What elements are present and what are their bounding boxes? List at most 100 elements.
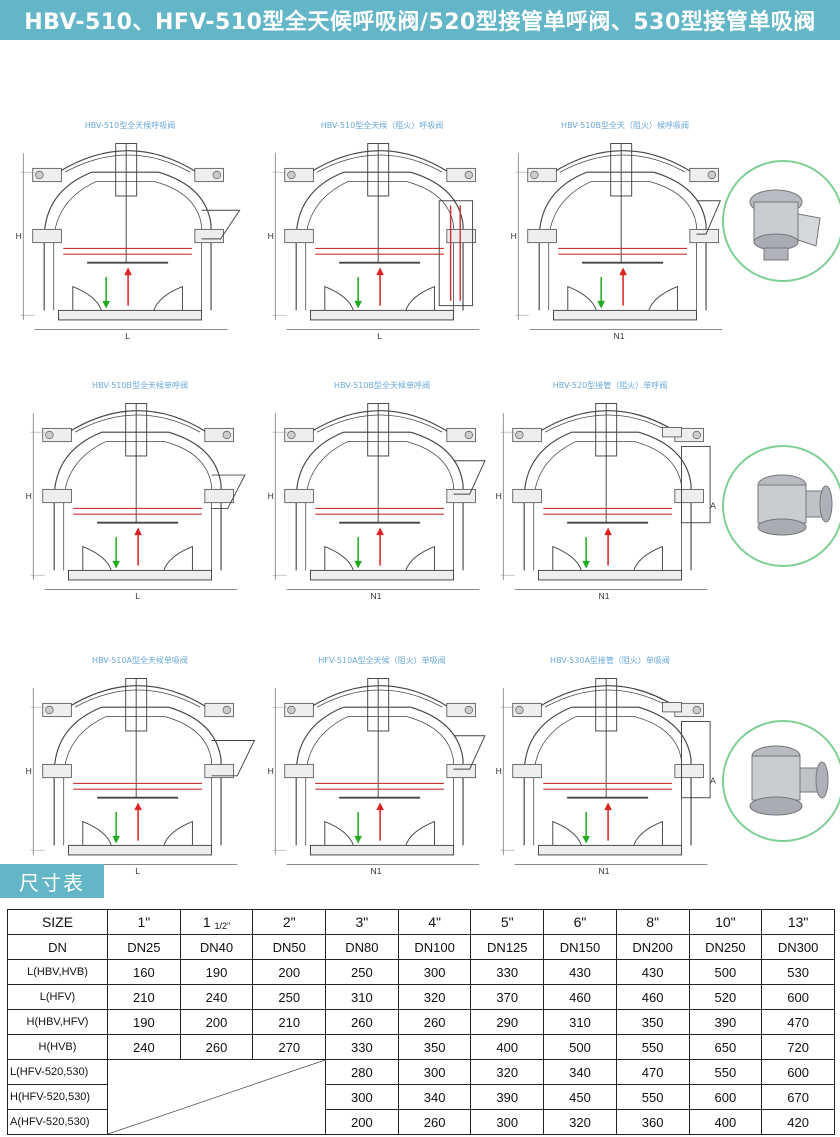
table-cell: DN300 — [761, 934, 835, 960]
table-cell: 500 — [543, 1034, 617, 1060]
drawing-caption: HBV-510型全天候呼吸阀 — [84, 121, 176, 130]
table-cell: 350 — [397, 1034, 472, 1060]
table-cell: 330 — [470, 959, 545, 985]
valve-drawing-6: HBV-520型接管（阻火）单呼阀 H A N1 — [490, 380, 730, 599]
svg-text:L: L — [135, 866, 140, 874]
drawing-caption: HBV-510B型全天候单呼阀 — [334, 381, 430, 390]
table-cell: 13" — [761, 909, 835, 935]
svg-text:A: A — [710, 775, 716, 785]
size-whole: 1 — [202, 913, 211, 930]
table-cell: 190 — [179, 959, 254, 985]
row-label: A(HFV-520,530) — [7, 1109, 108, 1135]
table-cell: DN200 — [615, 934, 690, 960]
table-cell: 260 — [397, 1009, 472, 1035]
table-cell: 10" — [688, 909, 763, 935]
table-cell: 390 — [470, 1084, 545, 1110]
table-cell: 5" — [470, 909, 545, 935]
table-cell: DN100 — [397, 934, 472, 960]
valve-drawing-9: HBV-530A型接管（阻火）单吸阀 H A N1 — [490, 655, 730, 874]
table-cell: 470 — [761, 1009, 835, 1035]
table-cell: 400 — [470, 1034, 545, 1060]
table-cell: 200 — [179, 1009, 254, 1035]
svg-text:H: H — [496, 491, 502, 501]
table-cell: DN40 — [179, 934, 254, 960]
table-cell: 310 — [325, 984, 399, 1010]
section-title: 尺寸表 — [0, 864, 104, 898]
table-cell: DN150 — [543, 934, 617, 960]
drawing-caption: HBV-510B型全天（阻火）候呼吸阀 — [561, 121, 689, 130]
table-cell: 1 1/2" — [179, 909, 254, 935]
svg-text:N1: N1 — [599, 866, 610, 874]
table-cell: DN80 — [325, 934, 399, 960]
table-cell: 1" — [107, 909, 181, 935]
svg-text:H: H — [268, 766, 274, 776]
table-cell: 600 — [688, 1084, 763, 1110]
drawing-caption: HBV-510B型全天候单呼阀 — [92, 381, 188, 390]
drawing-caption: HFV-510A型全天候（阻火）单吸阀 — [318, 656, 446, 665]
row-label: H(HBV,HFV) — [7, 1009, 108, 1035]
table-cell: 250 — [252, 984, 327, 1010]
valve-drawing-1: HBV-510型全天候呼吸阀 H L — [10, 120, 250, 339]
table-cell: 260 — [397, 1109, 472, 1135]
valve-drawing-5: HBV-510B型全天候单呼阀 H N1 — [262, 380, 502, 599]
dimension-table: SIZE 1" 1 1/2" 2" 3" 4" 5" 6" 8" 10" 13"… — [7, 909, 835, 1135]
valve-drawing-7: HBV-510A型全天候单吸阀 H L — [20, 655, 260, 874]
table-cell: 160 — [107, 959, 181, 985]
svg-text:N1: N1 — [371, 866, 382, 874]
svg-text:N1: N1 — [614, 331, 625, 339]
svg-text:N1: N1 — [599, 591, 610, 599]
svg-text:L: L — [125, 331, 130, 339]
valve-drawing-2: HBV-510型全天候（阻火）呼吸阀 H L — [262, 120, 502, 339]
table-cell: 260 — [325, 1009, 399, 1035]
row-label: L(HBV,HVB) — [7, 959, 108, 985]
page-title: HBV-510、HFV-510型全天候呼吸阀/520型接管单呼阀、530型接管单… — [24, 10, 816, 35]
svg-text:H: H — [268, 231, 274, 241]
svg-text:L: L — [135, 591, 140, 599]
table-cell: 520 — [688, 984, 763, 1010]
table-row-size: SIZE 1" 1 1/2" 2" 3" 4" 5" 6" 8" 10" 13" — [7, 909, 835, 935]
table-cell: 390 — [688, 1009, 763, 1035]
svg-text:N1: N1 — [371, 591, 382, 599]
table-cell: 300 — [397, 1059, 472, 1085]
table-cell: 600 — [761, 1059, 835, 1085]
valve-photo-3 — [722, 720, 840, 842]
table-cell: 210 — [107, 984, 181, 1010]
table-cell: 310 — [543, 1009, 617, 1035]
row-label: L(HFV) — [7, 984, 108, 1010]
table-cell: 6" — [543, 909, 617, 935]
table-cell: DN125 — [470, 934, 545, 960]
table-cell: 550 — [688, 1059, 763, 1085]
table-cell: 320 — [543, 1109, 617, 1135]
size-fraction: 1/2" — [214, 920, 231, 931]
table-cell: 460 — [543, 984, 617, 1010]
table-cell: 260 — [179, 1034, 254, 1060]
table-cell: 320 — [470, 1059, 545, 1085]
table-cell: 430 — [615, 959, 690, 985]
table-cell: DN250 — [688, 934, 763, 960]
table-cell: 200 — [325, 1109, 399, 1135]
row-label: H(HVB) — [7, 1034, 108, 1060]
svg-text:H: H — [511, 231, 517, 241]
table-cell: SIZE — [7, 909, 108, 935]
blank-cell — [106, 1059, 327, 1135]
table-cell: 210 — [252, 1009, 327, 1035]
table-cell: 650 — [688, 1034, 763, 1060]
svg-text:H: H — [26, 491, 32, 501]
drawing-caption: HBV-510型全天候（阻火）呼吸阀 — [320, 121, 444, 130]
valve-drawing-8: HFV-510A型全天候（阻火）单吸阀 H N1 — [262, 655, 502, 874]
table-cell: 430 — [543, 959, 617, 985]
drawing-caption: HBV-530A型接管（阻火）单吸阀 — [550, 656, 670, 665]
drawing-caption: HBV-510A型全天候单吸阀 — [92, 656, 188, 665]
table-cell: 400 — [688, 1109, 763, 1135]
valve-photo-2 — [722, 445, 840, 567]
row-label: L(HFV-520,530) — [7, 1059, 108, 1085]
row-label: H(HFV-520,530) — [7, 1084, 108, 1110]
table-cell: 600 — [761, 984, 835, 1010]
table-cell: 360 — [615, 1109, 690, 1135]
svg-text:L: L — [377, 331, 382, 339]
table-cell: 420 — [761, 1109, 835, 1135]
